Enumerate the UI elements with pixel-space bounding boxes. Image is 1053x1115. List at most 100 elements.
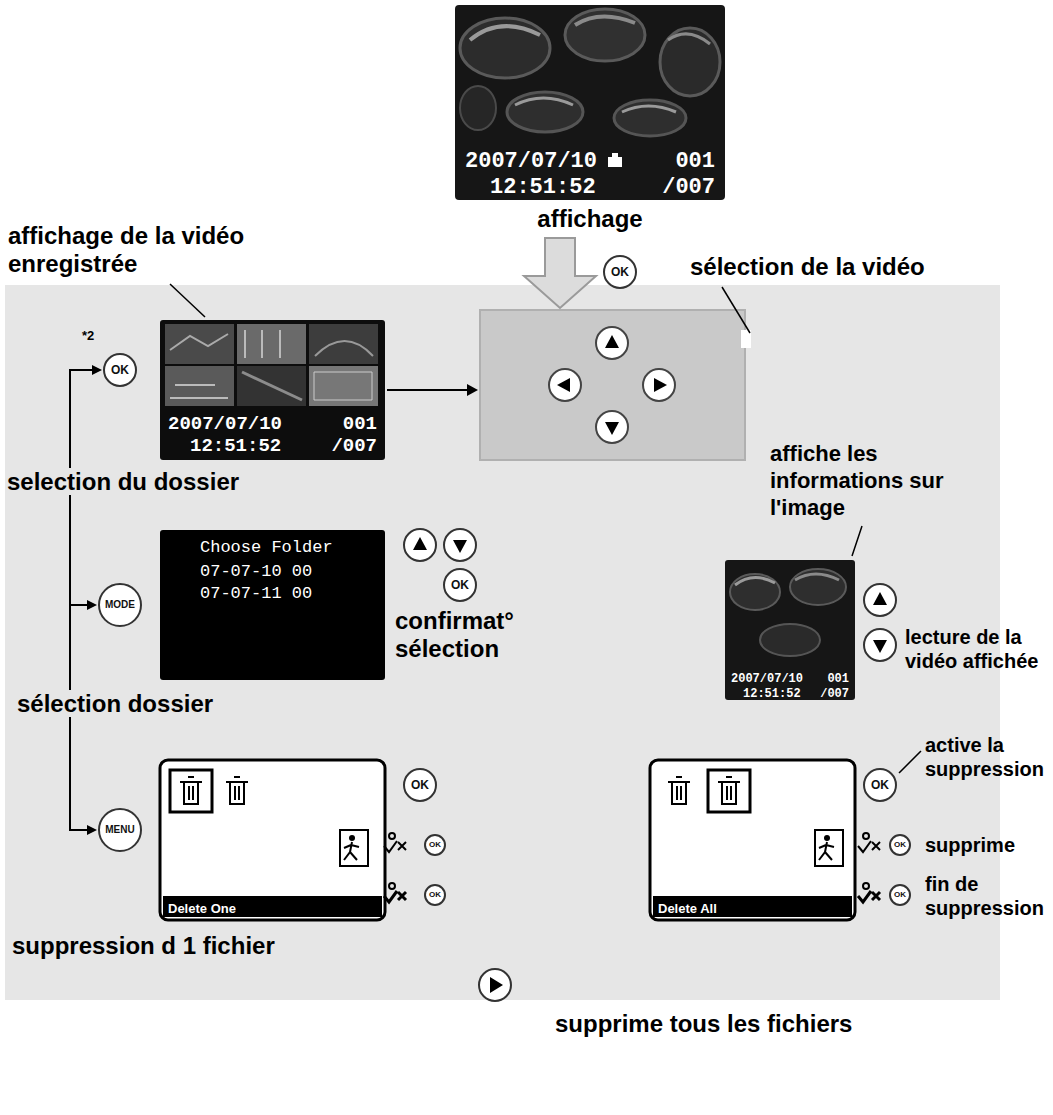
text-holder: sélection dossier (15, 690, 215, 718)
button-label: MENU (105, 825, 134, 835)
top-screen-picture (455, 5, 725, 200)
callout-label: active la suppression (925, 734, 1044, 780)
lcd-screen: Delete Allsupprime tous les fichiers (650, 760, 855, 920)
callout-label: fin de suppression (925, 873, 1044, 919)
menu-text: Delete All (658, 901, 717, 916)
osd-text: 12:51:52 (490, 175, 596, 200)
button-label: OK (429, 891, 441, 899)
button-label: OK (111, 364, 129, 376)
text-holder: affiche les informations sur l'image (770, 440, 1005, 521)
lcd-screen: Choose Folder07-07-10 0007-07-11 00sélec… (160, 530, 385, 680)
menu-text: 07-07-11 00 (200, 584, 312, 603)
lcd-screen: 2007/07/10 001 12:51:52/007 (725, 560, 855, 700)
osd-text: 001 (675, 149, 715, 174)
text-holder: affichage de la vidéo enregistrée (8, 222, 338, 278)
control-button: OK (424, 834, 446, 856)
control-button: OK (103, 353, 137, 387)
grey-panel (5, 285, 1000, 1000)
callout-label: affiche les informations sur l'image (770, 441, 944, 520)
control-button: OK (403, 768, 437, 802)
osd-text: 12:51:52 (743, 687, 801, 701)
control-button: OK (424, 884, 446, 906)
control-button: OK (603, 255, 637, 289)
text-holder: active la suppression (925, 733, 1050, 781)
lcd-screen: 2007/07/1000112:51:52/007selection du do… (160, 320, 385, 460)
text-holder: selection du dossier (5, 468, 241, 496)
button-label: OK (411, 779, 429, 791)
osd-text: /007 (820, 687, 849, 701)
control-button: MENU (98, 808, 142, 852)
arrow-buttons (404, 529, 896, 1001)
menu-text: Delete One (168, 901, 236, 916)
control-button: OK (889, 884, 911, 906)
text-holder: lecture de la vidéo affichée (905, 625, 1047, 673)
button-label: OK (894, 891, 906, 899)
lcd-screen: Delete Onesuppression d 1 fichier (160, 760, 385, 920)
menu-text: 07-07-10 00 (200, 562, 312, 581)
osd-text: 001 (827, 672, 849, 686)
playback-screen (725, 560, 855, 700)
button-label: MODE (105, 600, 135, 610)
text-holder: 07-07-11 00 (200, 584, 312, 604)
text-holder: 001 (675, 150, 715, 174)
control-button: MODE (98, 583, 142, 627)
delete-one-screen (160, 760, 385, 920)
button-label: OK (894, 841, 906, 849)
menu-text: Choose Folder (200, 538, 333, 557)
text-holder: /007 (331, 436, 377, 457)
text-holder: 12:51:52 (190, 436, 281, 457)
osd-text: 12:51:52 (190, 435, 281, 457)
text-holder: 001 (343, 414, 377, 435)
text-holder: confirmat° sélection (395, 607, 595, 663)
text-holder: Delete All (658, 899, 717, 917)
text-holder: sélection de la vidéo (690, 253, 925, 281)
flow-arrow (387, 384, 478, 396)
text-holder: fin de suppression (925, 872, 1050, 920)
text-holder: supprime tous les fichiers (555, 1010, 852, 1038)
osd-text: /007 (331, 435, 377, 457)
text-holder: suppression d 1 fichier (10, 932, 277, 960)
screen-caption: supprime tous les fichiers (555, 1010, 852, 1037)
text-holder: 12:51:52 (490, 176, 596, 200)
navigation-pad (480, 310, 751, 460)
arrow-head (467, 384, 478, 396)
screen-caption: selection du dossier (5, 468, 241, 495)
osd-text: 001 (343, 413, 377, 435)
button-label: OK (871, 779, 889, 791)
leader-lines (170, 284, 921, 773)
callout-label: *2 (82, 328, 94, 343)
text-holder: 001 (827, 668, 849, 686)
text-holder: 2007/07/10 (731, 668, 803, 686)
text-holder: affichage (455, 205, 725, 233)
text-holder: /007 (820, 683, 849, 701)
flow-arrow (524, 238, 596, 308)
text-holder: Choose Folder (200, 538, 333, 558)
osd-text: 2007/07/10 (168, 413, 282, 435)
lcd-screen: 2007/07/10 001 12:51:52/007 affichage (455, 5, 725, 235)
button-label: OK (451, 579, 469, 591)
screen-caption: sélection de la vidéo (690, 253, 925, 280)
button-label: OK (611, 266, 629, 278)
screen-caption: suppression d 1 fichier (10, 932, 277, 959)
osd-text: /007 (662, 175, 715, 200)
callout-label: supprime (925, 834, 1015, 856)
text-holder: 07-07-10 00 (200, 562, 312, 582)
menu-bracket (70, 365, 102, 835)
flow-arrow-shape (524, 238, 596, 308)
text-holder: *2 (82, 328, 122, 344)
delete-all-screen (650, 760, 855, 920)
button-label: OK (429, 841, 441, 849)
navigation-pad: sélection de la vidéo (480, 310, 745, 460)
text-holder: 2007/07/10 (465, 150, 597, 174)
confirm-cancel-icons (384, 833, 880, 902)
thumbnail-screen (160, 320, 385, 460)
callout-label: lecture de la vidéo affichée (905, 626, 1038, 672)
screen-caption: sélection dossier (15, 690, 215, 717)
arrow-line (387, 389, 468, 391)
control-button: OK (863, 768, 897, 802)
callout-label: confirmat° sélection (395, 607, 514, 662)
screen-caption: affichage (537, 205, 642, 232)
folder-screen (160, 530, 385, 680)
osd-text: 2007/07/10 (465, 149, 597, 174)
